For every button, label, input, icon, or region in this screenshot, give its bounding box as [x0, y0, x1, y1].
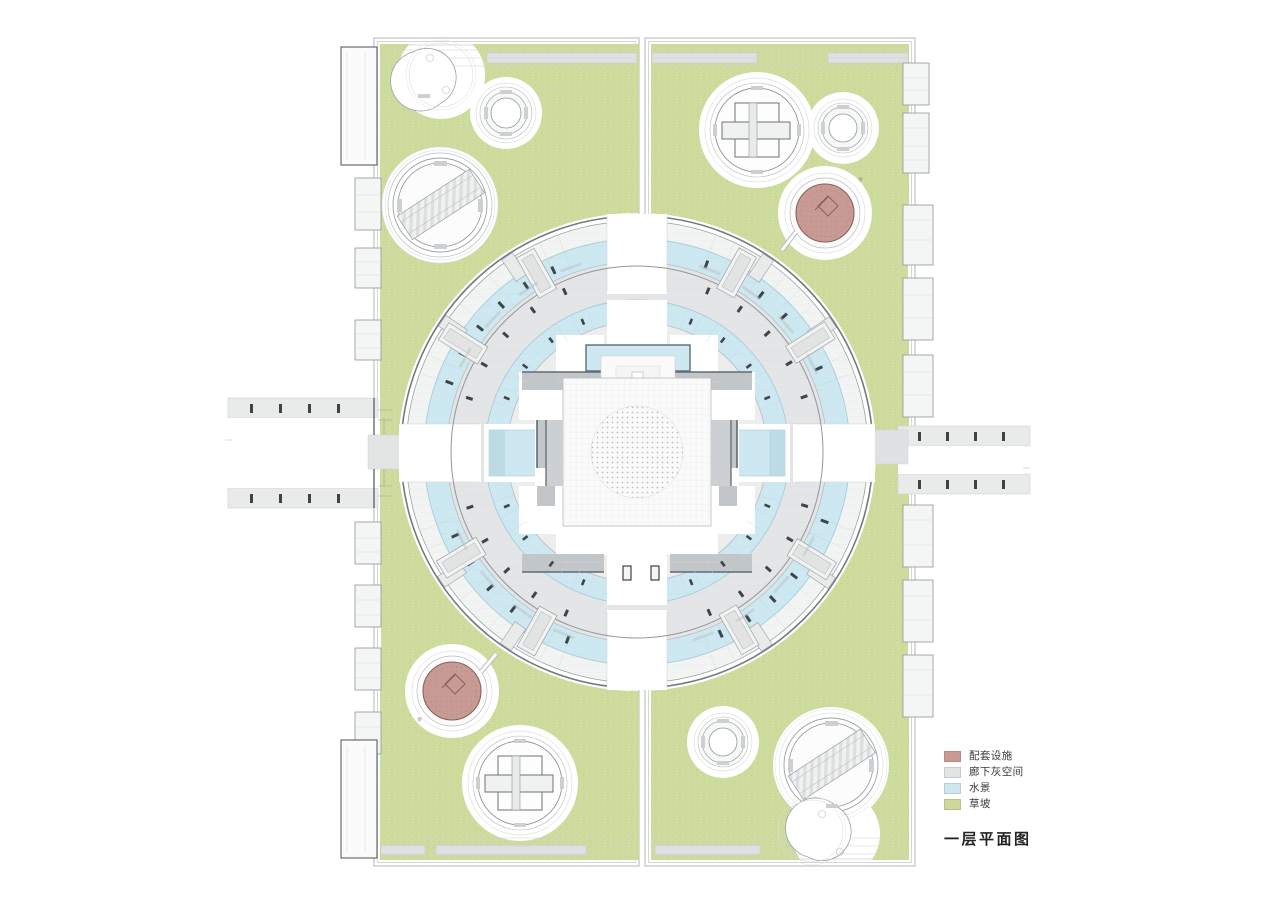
- west-colonnade-wing: [225, 397, 413, 509]
- central-circular-complex: [399, 214, 875, 690]
- legend: 配套设施 廊下灰空间 水景 草坡: [944, 748, 1064, 812]
- pavilion-cross-nw: [381, 146, 499, 264]
- legend-item: 廊下灰空间: [944, 764, 1064, 780]
- pavilion-cross-ne: [704, 77, 810, 183]
- east-colonnade-wing: [867, 425, 1031, 495]
- pavilion-cross-sw: [467, 730, 573, 836]
- svg-text:亭: 亭: [857, 176, 864, 184]
- legend-swatch-water: [944, 782, 961, 794]
- legend-label-grey-space: 廊下灰空间: [969, 766, 1024, 778]
- pavilion-small-ne: [813, 98, 873, 158]
- legend-label-facility: 配套设施: [969, 750, 1013, 762]
- annex-blocks: [340, 46, 378, 859]
- pavilion-blob-nw: [390, 39, 477, 112]
- page-title: 一层平面图: [944, 831, 1032, 848]
- svg-text:亭: 亭: [416, 716, 423, 724]
- legend-label-grass: 草坡: [969, 798, 991, 810]
- legend-item: 水景: [944, 780, 1064, 796]
- legend-swatch-grey-space: [944, 766, 961, 778]
- pavilion-facility-ne: 亭: [780, 172, 866, 254]
- legend-item: 草坡: [944, 796, 1064, 812]
- legend-item: 配套设施: [944, 748, 1064, 764]
- pavilion-small-nw: [475, 82, 537, 144]
- legend-label-water: 水景: [969, 782, 991, 794]
- ring-detail-overlay: [419, 234, 855, 670]
- perimeter-service-bays: [354, 62, 934, 755]
- legend-swatch-grass: [944, 798, 961, 810]
- pavilion-small-sw: [693, 712, 753, 772]
- courtyard-entry-paving: [546, 420, 731, 486]
- pavilion-ramp-se: [774, 708, 888, 822]
- pavilion-blob-se: [777, 796, 852, 866]
- pavilion-facility-sw: 亭: [411, 650, 498, 732]
- garden-pavilions: 亭 亭: [381, 39, 888, 866]
- central-square-courtyard: [562, 377, 712, 527]
- legend-swatch-facility: [944, 750, 961, 762]
